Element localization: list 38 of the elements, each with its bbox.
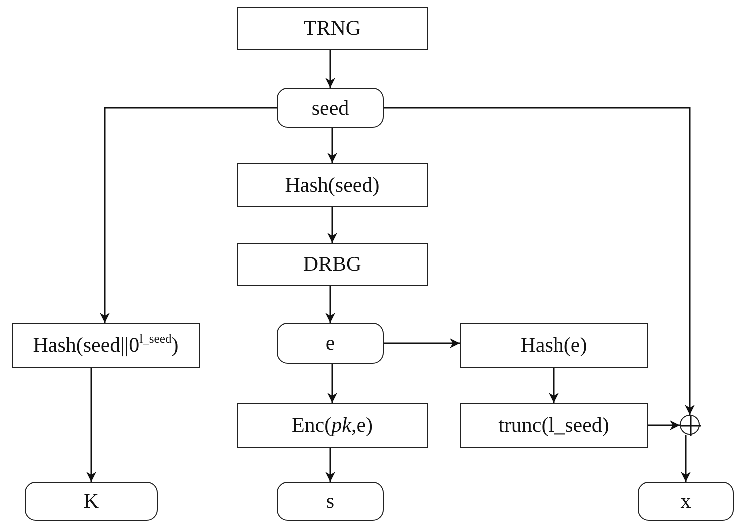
xor-symbol: [680, 415, 700, 435]
process-box: [237, 243, 428, 286]
value-box: [277, 88, 384, 128]
arrow: [681, 435, 691, 482]
arrow: [384, 338, 460, 348]
node-label: e: [326, 331, 336, 356]
process-box: [237, 7, 428, 50]
arrow: [328, 128, 338, 163]
arrow: [384, 107, 695, 415]
process-box: [237, 163, 428, 207]
node-label: Hash(seed): [285, 172, 380, 198]
node-label: Hash(seed||0$^{l_seed}$): [33, 333, 179, 358]
node-label: DRBG: [303, 252, 362, 277]
node-label: trunc(l_seed): [498, 413, 610, 438]
value-box: [638, 482, 734, 521]
node-label: Enc(pk,e): [292, 413, 374, 438]
node-label: s: [326, 489, 335, 514]
arrow: [86, 368, 96, 482]
node-label: x: [680, 489, 692, 514]
arrow: [326, 50, 336, 88]
arrow: [326, 448, 336, 482]
arrow: [326, 286, 336, 323]
value-box: [277, 323, 384, 364]
arrow: [328, 207, 338, 243]
node-label: Hash(e): [520, 333, 588, 358]
process-box: [460, 323, 648, 368]
process-box: [12, 323, 200, 368]
process-box: [237, 403, 428, 448]
arrow: [549, 368, 559, 403]
node-label: seed: [312, 96, 350, 120]
node-label: K: [84, 489, 100, 514]
arrow: [100, 107, 277, 323]
node-label: TRNG: [304, 16, 362, 41]
value-box: [25, 482, 158, 521]
value-box: [277, 482, 384, 521]
arrow: [648, 420, 680, 430]
arrow: [328, 364, 338, 403]
process-box: [460, 403, 648, 448]
